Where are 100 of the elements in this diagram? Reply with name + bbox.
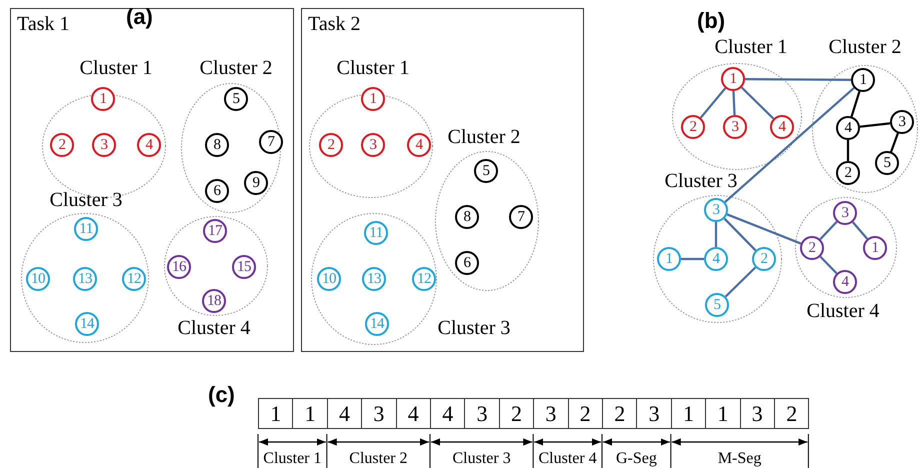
task-node-circle: 17: [203, 219, 227, 243]
task-node-circle: 4: [137, 133, 161, 157]
sequence-cell: 3: [361, 398, 397, 429]
connector-line: [820, 256, 838, 274]
task-node-circle: 6: [455, 251, 479, 275]
cluster-heading: Cluster 2: [446, 126, 522, 150]
task-node-circle: 2: [800, 236, 824, 260]
connector-line: [744, 78, 852, 81]
sequence-cell: 2: [774, 398, 810, 429]
task-node-circle: 14: [365, 312, 389, 336]
sequence-cell: 4: [430, 398, 466, 429]
task-node-circle: 4: [770, 115, 794, 139]
panel-letter: (a): [126, 4, 153, 30]
connector-line: [724, 87, 855, 203]
cluster-heading: Cluster 1: [714, 36, 788, 60]
sequence-cell: 2: [602, 398, 638, 429]
panel-title: Task 1: [17, 13, 70, 36]
task-node-circle: 3: [361, 133, 385, 157]
connector-line: [852, 221, 868, 240]
task-node-circle: 1: [91, 87, 115, 111]
task-node-circle: 8: [205, 133, 229, 157]
task-node-circle: 2: [752, 247, 776, 271]
sequence-cell: 1: [258, 398, 294, 429]
task-node-circle: 3: [890, 110, 914, 134]
cluster-heading: Cluster 4: [806, 300, 880, 324]
sequence-cell: 1: [670, 398, 706, 429]
connector-line: [890, 132, 899, 152]
cluster-heading: Cluster 1: [78, 57, 154, 81]
task-panel: [10, 8, 294, 352]
connector-line: [726, 213, 802, 245]
task-node-circle: 3: [833, 201, 857, 225]
task-node-circle: 13: [362, 267, 386, 291]
cluster-heading: Cluster 3: [664, 170, 738, 194]
sequence-cell: 4: [396, 398, 431, 429]
connector-line: [740, 86, 774, 120]
task-node-circle: 4: [407, 133, 431, 157]
task-node-circle: 8: [455, 205, 479, 229]
task-node-circle: 5: [705, 293, 729, 317]
connector-line: [700, 88, 726, 118]
task-node-circle: 2: [50, 133, 74, 157]
task-node-circle: 2: [681, 115, 705, 139]
sequence-cell: 4: [326, 398, 362, 429]
task-node-circle: 7: [509, 205, 533, 229]
task-node-circle: 1: [863, 236, 887, 260]
task-node-circle: 9: [244, 171, 268, 195]
task-node-circle: 3: [704, 198, 728, 222]
connector-line: [846, 140, 850, 161]
task-node-circle: 2: [836, 161, 860, 185]
sequence-cell: 1: [705, 398, 741, 429]
sequence-cell: 3: [533, 398, 569, 429]
connector-line: [714, 222, 718, 247]
cluster-heading: Cluster 1: [336, 57, 410, 81]
task-node-circle: 5: [474, 159, 498, 183]
task-node-circle: 11: [364, 221, 388, 245]
task-node-circle: 1: [721, 67, 745, 91]
task-node-circle: 14: [75, 312, 99, 336]
cluster-heading: Cluster 3: [48, 189, 124, 213]
task-node-circle: 3: [723, 115, 747, 139]
sequence-cell: 2: [568, 398, 603, 429]
task-node-circle: 4: [836, 116, 860, 140]
connector-line: [724, 218, 756, 252]
cluster-heading: Cluster 2: [828, 36, 902, 60]
sequence-cell: 3: [740, 398, 775, 429]
connector-line: [819, 220, 838, 240]
task-node-circle: 2: [319, 133, 343, 157]
task-node-circle: 15: [232, 255, 256, 279]
task-node-circle: 16: [167, 255, 191, 279]
task-node-circle: 5: [875, 151, 899, 175]
cluster-heading: Cluster 4: [176, 317, 252, 341]
task-node-circle: 5: [224, 87, 248, 111]
task-node-circle: 4: [704, 247, 728, 271]
connector-line: [860, 122, 890, 128]
task-node-circle: 3: [92, 133, 116, 157]
cluster-heading: Cluster 2: [198, 57, 274, 81]
task-node-circle: 1: [657, 247, 681, 271]
task-node-circle: 12: [122, 267, 146, 291]
connector-line: [724, 266, 756, 298]
task-node-circle: 10: [317, 267, 341, 291]
panel-letter: (c): [208, 382, 235, 408]
task-node-circle: 12: [412, 267, 436, 291]
task-node-circle: 1: [851, 68, 875, 92]
task-node-circle: 7: [259, 130, 283, 154]
connector-line: [681, 258, 704, 260]
task-node-circle: 6: [205, 179, 229, 203]
sequence-cell: 2: [498, 398, 534, 429]
task-node-circle: 4: [833, 270, 857, 294]
task-node-circle: 1: [361, 87, 385, 111]
sequence-cell: 3: [464, 398, 500, 429]
connector-line: [732, 90, 736, 116]
task-node-circle: 18: [202, 289, 226, 313]
cluster-heading: Cluster 3: [436, 317, 512, 341]
panel-letter: (b): [697, 8, 726, 34]
task-node-circle: 13: [73, 267, 97, 291]
sequence-cell: 1: [292, 398, 328, 429]
task-node-circle: 11: [74, 217, 98, 241]
sequence-cell: 3: [636, 398, 672, 429]
task-node-circle: 10: [26, 267, 50, 291]
connector-line: [850, 91, 860, 117]
task-panel: [301, 8, 584, 352]
panel-title: Task 2: [308, 13, 360, 36]
